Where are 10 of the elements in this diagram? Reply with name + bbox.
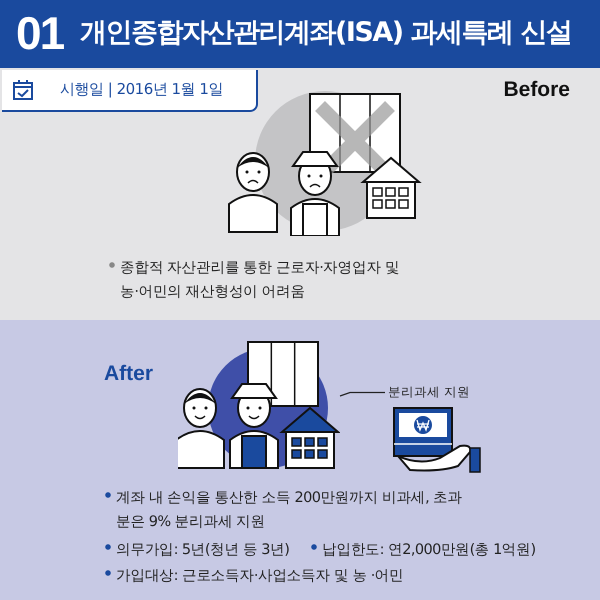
heading-text: After — [104, 362, 154, 386]
leader-line — [340, 392, 385, 397]
title-text: 개인종합자산관리계좌(ISA) 과세특례 신설 — [80, 16, 572, 50]
section-number: 01 — [16, 6, 64, 60]
after-panel — [0, 320, 600, 600]
date-box — [2, 70, 258, 112]
heading-text: Before — [503, 78, 570, 102]
callout-text: 분리과세 지원 — [388, 384, 470, 401]
date-text: 시행일 | 2016년 1월 1일 — [60, 80, 223, 99]
before-panel — [0, 68, 600, 320]
